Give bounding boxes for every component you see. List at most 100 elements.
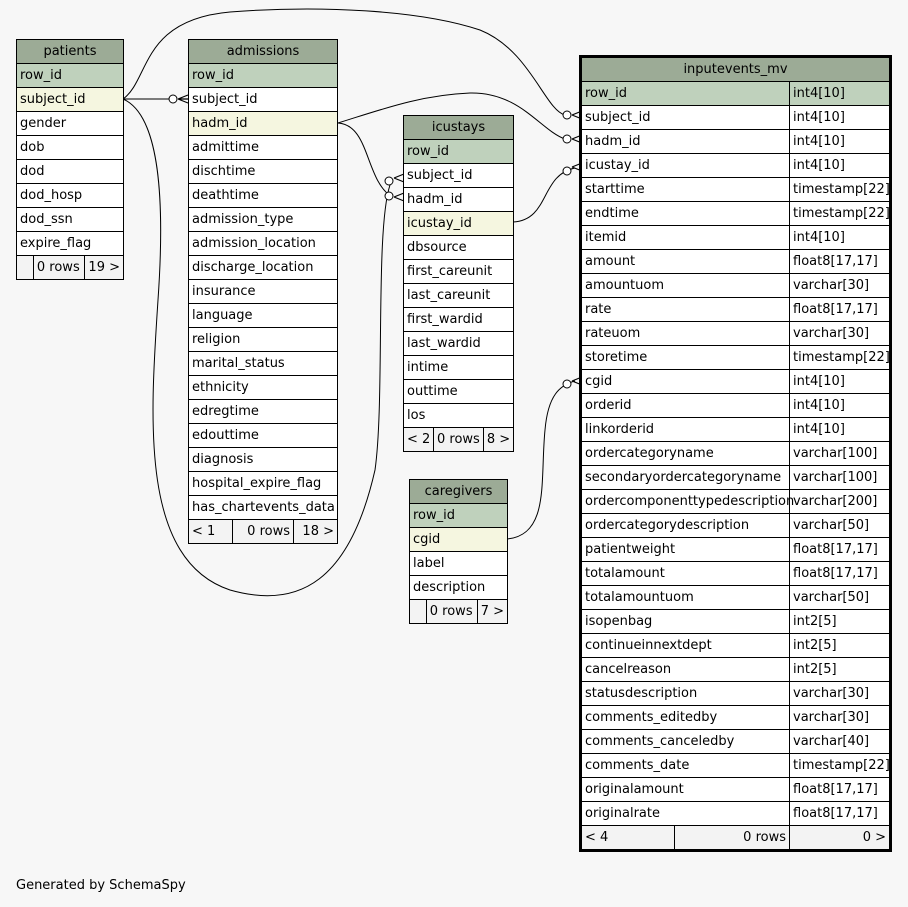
column-type: varchar[200] <box>789 490 889 513</box>
column-type: float8[17,17] <box>789 250 889 273</box>
column-type: float8[17,17] <box>789 562 889 585</box>
column-name: starttime <box>585 182 645 197</box>
column-name: comments_canceledby <box>585 734 735 749</box>
icustays-column-last_careunit: last_careunit <box>404 284 513 308</box>
icustays-column-outtime: outtime <box>404 380 513 404</box>
column-type: int2[5] <box>789 610 889 633</box>
patients-column-row_id: row_id <box>17 64 123 88</box>
patients-column-gender: gender <box>17 112 123 136</box>
column-name: amount <box>585 254 636 269</box>
icustays-column-last_wardid: last_wardid <box>404 332 513 356</box>
column-name: subject_id <box>585 110 651 125</box>
admissions-children-link[interactable]: 18 > <box>302 524 334 539</box>
patients-children-link[interactable]: 19 > <box>88 260 120 275</box>
patients-column-subject_id: subject_id <box>17 88 123 112</box>
column-type: varchar[40] <box>789 730 889 753</box>
column-type: float8[17,17] <box>789 538 889 561</box>
admissions-table-footer: < 1 0 rows 18 > <box>189 520 337 543</box>
patients-parents-link[interactable] <box>17 256 34 279</box>
admissions-column-admittime: admittime <box>189 136 337 160</box>
patients-column-dod_ssn: dod_ssn <box>17 208 123 232</box>
inputevents_mv-children-link[interactable]: 0 > <box>862 830 886 845</box>
patients-column-dod_hosp: dod_hosp <box>17 184 123 208</box>
icustays-children-link[interactable]: 8 > <box>486 432 511 447</box>
inputevents_mv-table-title[interactable]: inputevents_mv <box>582 58 889 82</box>
admissions-column-has_chartevents_data: has_chartevents_data <box>189 496 337 520</box>
column-type: varchar[100] <box>789 442 889 465</box>
caregivers-parents-link[interactable] <box>410 600 427 623</box>
caregivers-table-title[interactable]: caregivers <box>410 480 507 504</box>
column-type: varchar[30] <box>789 682 889 705</box>
column-name: row_id <box>585 86 628 101</box>
patients-column-dob: dob <box>17 136 123 160</box>
column-name: endtime <box>585 206 639 221</box>
admissions-table[interactable]: admissions row_id subject_id hadm_id adm… <box>188 39 338 544</box>
admissions-column-edregtime: edregtime <box>189 400 337 424</box>
admissions-column-admission_location: admission_location <box>189 232 337 256</box>
column-type: timestamp[22] <box>789 754 890 777</box>
icustays-table-footer: < 2 0 rows 8 > <box>404 428 513 451</box>
column-name: cancelreason <box>585 662 672 677</box>
column-name: itemid <box>585 230 627 245</box>
column-type: varchar[30] <box>789 322 889 345</box>
admissions-column-language: language <box>189 304 337 328</box>
admissions-parents-link[interactable]: < 1 <box>189 520 233 543</box>
column-type: float8[17,17] <box>789 778 889 801</box>
inputevents_mv-column-comments_canceledby: comments_canceledby varchar[40] <box>582 730 889 754</box>
column-name: rate <box>585 302 612 317</box>
column-type: int4[10] <box>789 226 889 249</box>
inputevents_mv-column-itemid: itemid int4[10] <box>582 226 889 250</box>
icustays-table-title[interactable]: icustays <box>404 116 513 140</box>
column-type: varchar[30] <box>789 706 889 729</box>
generated-by-note: Generated by SchemaSpy <box>16 878 186 893</box>
column-type: int4[10] <box>789 394 889 417</box>
column-type: int4[10] <box>789 130 889 153</box>
inputevents_mv-column-endtime: endtime timestamp[22] <box>582 202 890 226</box>
admissions-column-hospital_expire_flag: hospital_expire_flag <box>189 472 337 496</box>
column-name: totalamount <box>585 566 665 581</box>
patients-row-count: 0 rows <box>34 256 86 279</box>
column-name: originalrate <box>585 806 660 821</box>
column-name: rateuom <box>585 326 641 341</box>
column-name: isopenbag <box>585 614 653 629</box>
column-type: int4[10] <box>789 370 889 393</box>
inputevents_mv-parents-link[interactable]: < 4 <box>582 826 675 849</box>
icustays-column-intime: intime <box>404 356 513 380</box>
column-type: timestamp[22] <box>789 202 890 225</box>
inputevents_mv-column-subject_id: subject_id int4[10] <box>582 106 889 130</box>
column-name: ordercomponenttypedescription <box>585 494 795 509</box>
column-type: float8[17,17] <box>789 298 889 321</box>
inputevents_mv-table-footer: < 4 0 rows 0 > <box>582 826 889 849</box>
column-type: int4[10] <box>789 82 889 105</box>
admissions-table-title[interactable]: admissions <box>189 40 337 64</box>
inputevents_mv-column-isopenbag: isopenbag int2[5] <box>582 610 889 634</box>
caregivers-table[interactable]: caregivers row_id cgid label description… <box>409 479 508 624</box>
icustays-parents-link[interactable]: < 2 <box>404 428 434 451</box>
column-name: secondaryordercategoryname <box>585 470 782 485</box>
admissions-column-admission_type: admission_type <box>189 208 337 232</box>
patients-table-title[interactable]: patients <box>17 40 123 64</box>
patients-table[interactable]: patients row_id subject_id gender dob do… <box>16 39 124 280</box>
column-type: int4[10] <box>789 106 889 129</box>
column-name: storetime <box>585 350 648 365</box>
inputevents_mv-row-count: 0 rows <box>675 826 790 849</box>
caregivers-children-link[interactable]: 7 > <box>480 604 504 619</box>
admissions-column-hadm_id: hadm_id <box>189 112 337 136</box>
icustays-table[interactable]: icustays row_id subject_id hadm_id icust… <box>403 115 514 452</box>
